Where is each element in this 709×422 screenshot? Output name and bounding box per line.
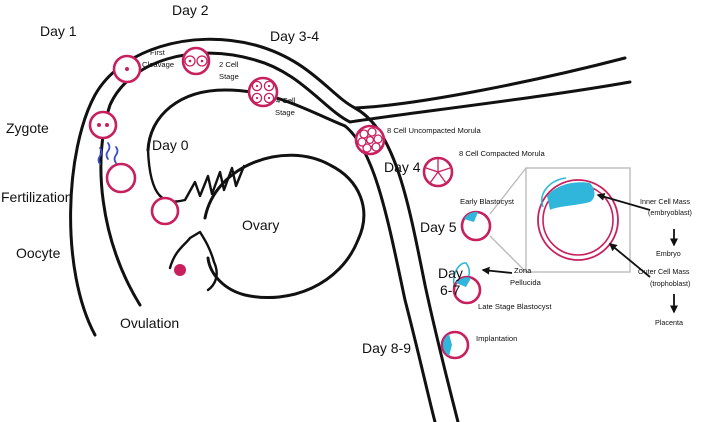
four-cell-embryo [247,76,279,108]
zona-arrow [481,266,513,275]
zygote-pronucleus [97,123,101,127]
ocm-arrow [608,243,651,278]
zoomed-blastocyst [489,167,631,273]
sperm-icons [97,142,119,165]
blastomere [184,55,196,67]
labels: Day 1 Day 2 Day 3-4 Day 0 Day 4 Day 5 Da… [1,2,692,356]
label-icm-b: (embryoblast) [648,208,692,217]
label-late-blastocyst: Late Stage Blastocyst [478,302,552,311]
label-four-cell-a: 4 Cell [276,96,296,105]
ovary [168,153,366,300]
label-zona-a: Zona [514,266,532,275]
blastomere [196,55,208,67]
ovary-ligament [168,230,218,292]
label-implantation: Implantation [476,334,517,343]
zoom-icm [547,182,595,210]
icm-arrow [596,192,651,211]
label-early-blastocyst: Early Blastocyst [460,197,515,206]
label-ocm-b: (trophoblast) [650,279,690,288]
arrows [481,192,678,314]
label-ovulation: Ovulation [120,315,179,331]
label-day67-a: Day [438,265,463,281]
fimbriae [146,148,246,203]
day1-nucleus [125,67,129,71]
late-blastocyst-icm [456,277,471,287]
label-four-cell-b: Stage [275,108,295,117]
label-fertilization: Fertilization [1,189,73,205]
uterus-wall-left [343,124,437,422]
label-compacted: 8 Cell Compacted Morula [459,149,545,158]
label-day89: Day 8-9 [362,340,411,356]
cells [88,46,492,360]
zona-pellucida-shell [452,262,471,286]
label-ovary: Ovary [242,217,279,233]
label-zygote: Zygote [6,120,49,136]
compacted-divisions [425,159,451,184]
label-placenta: Placenta [655,318,683,327]
implantation-icm [442,334,452,356]
label-day5: Day 5 [420,219,457,235]
label-embryo: Embryo [656,249,681,258]
label-icm-a: Inner Cell Mass [640,197,690,206]
label-two-cell-a: 2 Cell [219,60,239,69]
label-day1: Day 1 [40,23,77,39]
label-zona-b: Pellucida [510,278,542,287]
label-day67-b: 6-7 [440,282,460,298]
zoom-guide-top [489,167,527,215]
label-first-cleavage-a: First [150,48,166,57]
zoom-guide-bottom [489,235,527,273]
label-first-cleavage-b: Cleavage [142,60,174,69]
label-oocyte: Oocyte [16,245,61,261]
tube-lumen-loop [146,88,347,152]
label-ocm-a: Outer Cell Mass [638,267,690,276]
zygote-pronucleus [105,123,109,127]
label-day2: Day 2 [172,2,209,18]
zoom-zona-edge [541,177,567,208]
label-day0: Day 0 [152,137,189,153]
early-blastocyst-icm [464,211,478,222]
tube-outer-wall [69,37,627,337]
two-cell-embryo [181,46,211,76]
ovary-outline [203,153,366,300]
oocyte-cell [150,196,180,226]
label-two-cell-b: Stage [219,72,239,81]
label-day4: Day 4 [384,159,421,175]
fertilization-cell [105,162,137,194]
ovulating-follicle [174,264,186,276]
label-uncompacted: 8 Cell Uncompacted Morula [387,126,481,135]
label-day34: Day 3-4 [270,28,319,44]
tube-inner-wall [99,51,632,307]
zygote-cell [88,110,118,140]
